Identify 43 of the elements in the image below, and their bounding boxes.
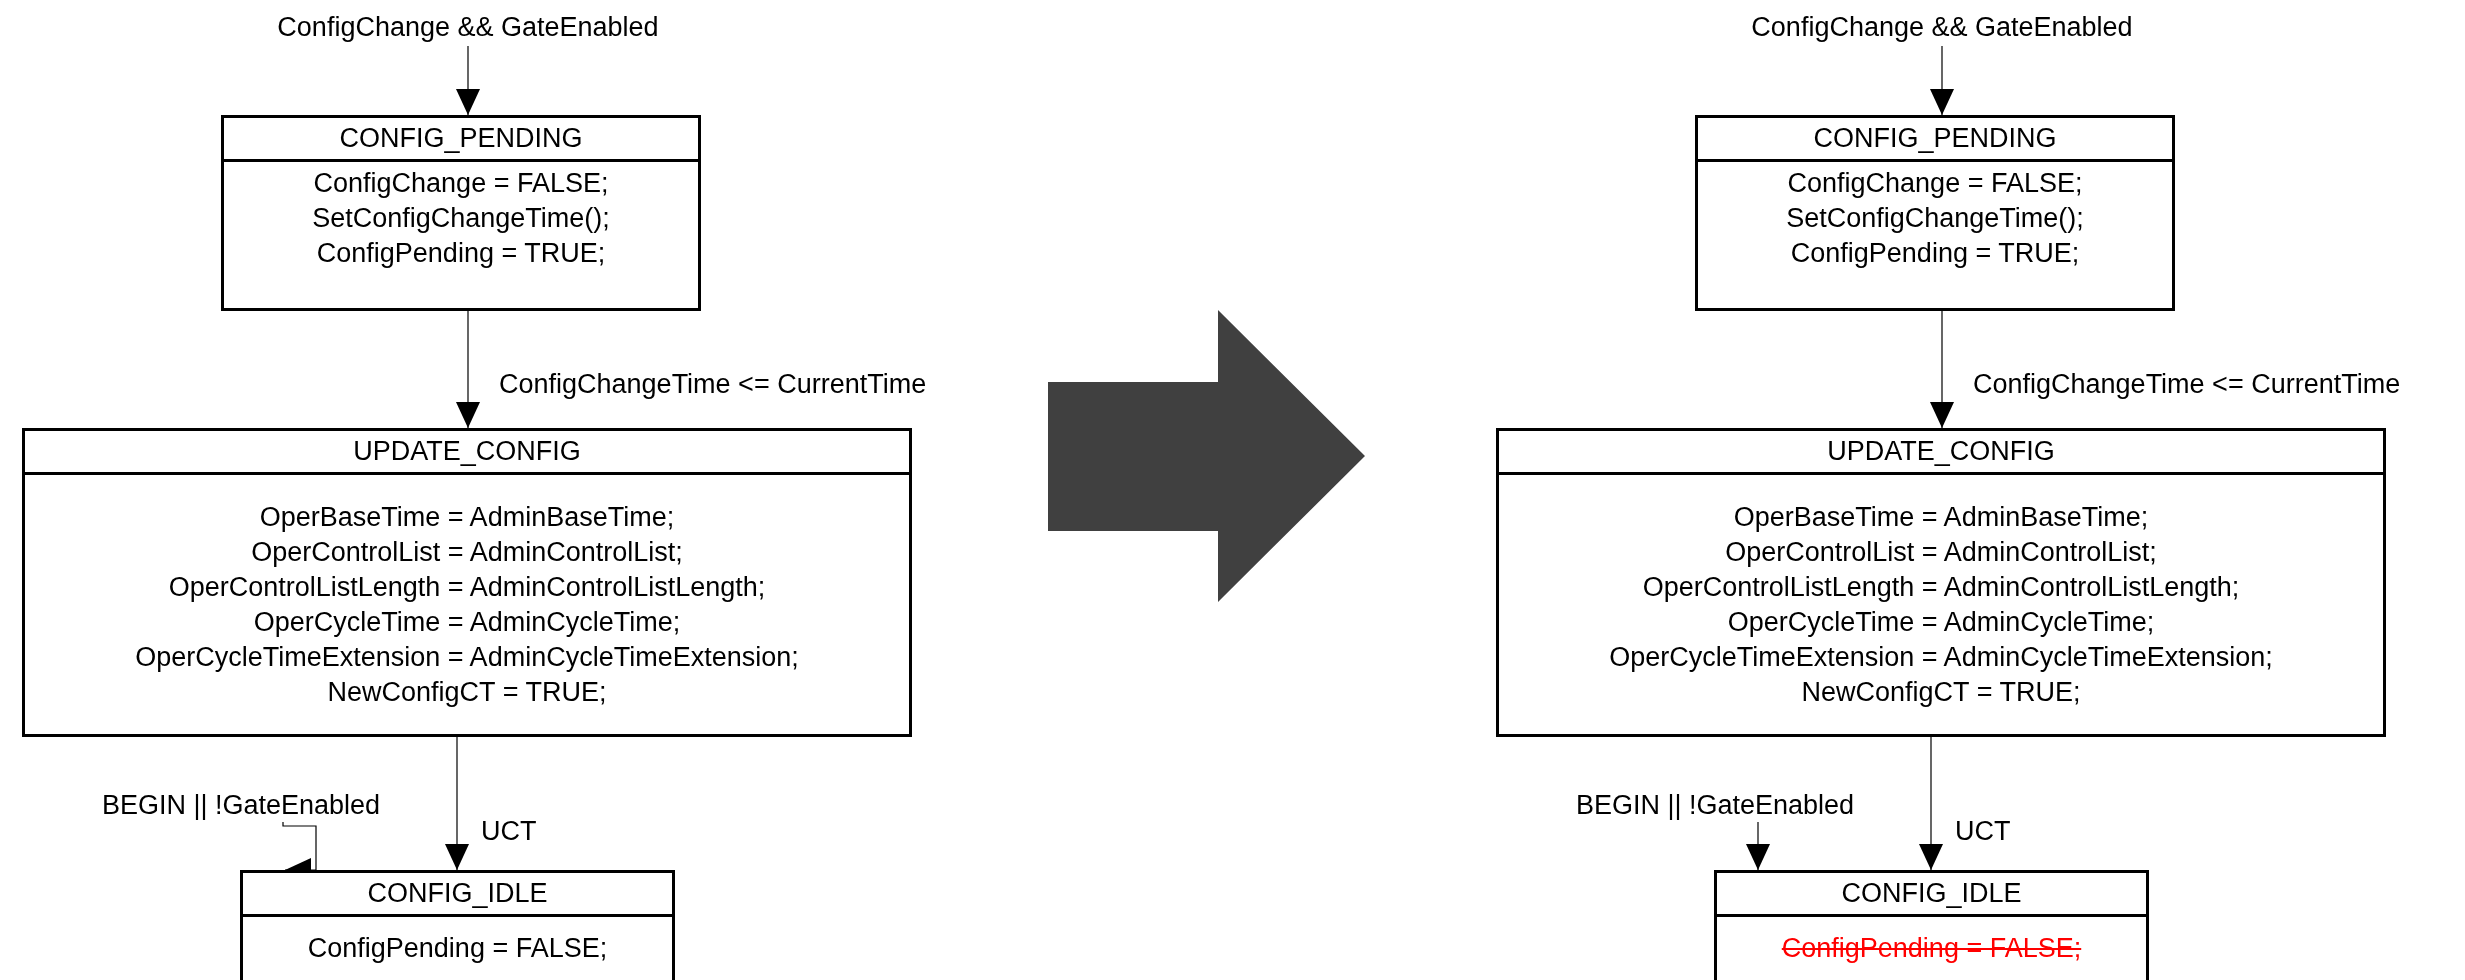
state-action: OperControlListLength = AdminControlListLength; bbox=[1642, 570, 2240, 604]
state-action: SetConfigChangeTime(); bbox=[312, 202, 610, 235]
state-action: OperCycleTime = AdminCycleTime; bbox=[1727, 605, 2155, 639]
transition-arrow bbox=[456, 45, 480, 116]
state-name: UPDATE_CONFIG bbox=[1827, 435, 2055, 468]
state-action: ConfigPending = FALSE; bbox=[1781, 932, 2082, 965]
state-action: ConfigChange = FALSE; bbox=[1787, 167, 2083, 200]
state-name: CONFIG_IDLE bbox=[1841, 877, 2022, 910]
transition-arrow bbox=[445, 736, 469, 871]
transition-condition: ConfigChange && GateEnabled bbox=[1750, 11, 2134, 44]
transition-condition: BEGIN || !GateEnabled bbox=[100, 789, 382, 822]
transition-arrow bbox=[456, 310, 480, 429]
state-name: CONFIG_IDLE bbox=[367, 877, 548, 910]
state-name: UPDATE_CONFIG bbox=[353, 435, 581, 468]
state-name: CONFIG_PENDING bbox=[1813, 122, 2057, 155]
state-box bbox=[240, 870, 675, 980]
state-action: OperControlList = AdminControlList; bbox=[251, 535, 683, 569]
transition-condition: BEGIN || !GateEnabled bbox=[1574, 789, 1856, 822]
transition-arrow bbox=[1746, 821, 1770, 871]
state-box bbox=[1695, 115, 2175, 311]
state-action: OperControlList = AdminControlList; bbox=[1725, 535, 2157, 569]
state-action: OperBaseTime = AdminBaseTime; bbox=[1733, 500, 2149, 534]
state-action: ConfigChange = FALSE; bbox=[313, 167, 609, 200]
state-action: OperCycleTimeExtension = AdminCycleTimeExtension; bbox=[1609, 640, 2273, 674]
transition-arrow bbox=[1919, 736, 1943, 871]
transition-arrow bbox=[1930, 310, 1954, 429]
transition-condition: ConfigChange && GateEnabled bbox=[276, 11, 660, 44]
state-name: CONFIG_PENDING bbox=[339, 122, 583, 155]
state-box bbox=[1714, 870, 2149, 980]
state-action: OperCycleTime = AdminCycleTime; bbox=[253, 605, 681, 639]
state-action: OperCycleTimeExtension = AdminCycleTimeExtension; bbox=[135, 640, 799, 674]
state-box bbox=[22, 428, 912, 737]
state-action: ConfigPending = FALSE; bbox=[307, 932, 608, 965]
state-box bbox=[221, 115, 701, 311]
state-action: ConfigPending = TRUE; bbox=[316, 237, 606, 270]
state-action: OperControlListLength = AdminControlListLength; bbox=[168, 570, 766, 604]
transition-arrow bbox=[1930, 45, 1954, 116]
state-action: ConfigPending = TRUE; bbox=[1790, 237, 2080, 270]
state-box bbox=[1496, 428, 2386, 737]
state-action: SetConfigChangeTime(); bbox=[1786, 202, 2084, 235]
state-action: NewConfigCT = TRUE; bbox=[1801, 675, 2081, 709]
state-action: NewConfigCT = TRUE; bbox=[327, 675, 607, 709]
state-action: OperBaseTime = AdminBaseTime; bbox=[259, 500, 675, 534]
